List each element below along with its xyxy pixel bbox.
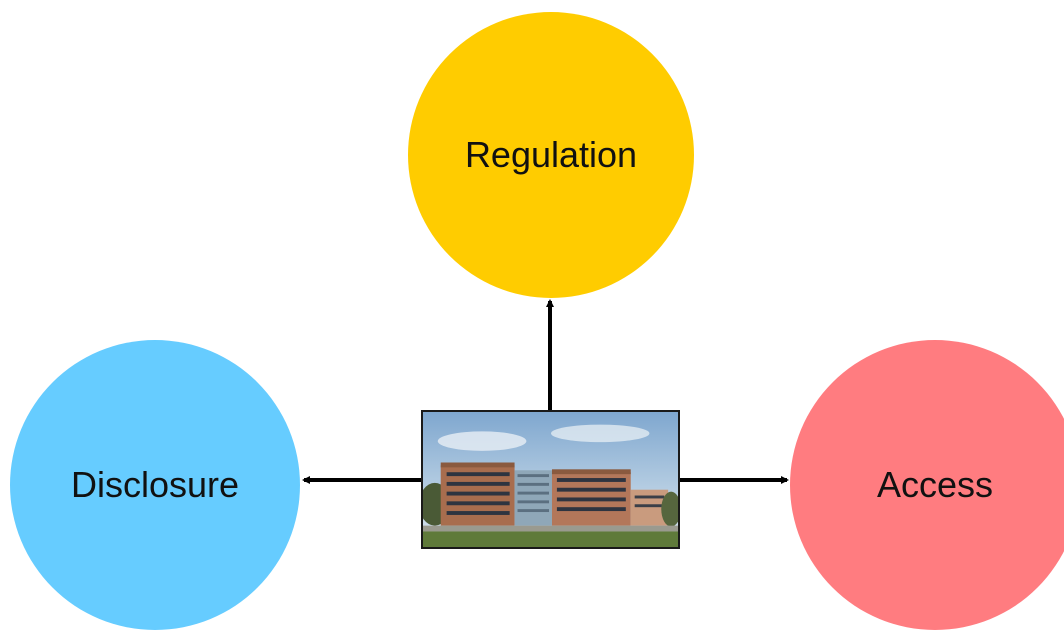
building-photo-graphic [423, 412, 678, 547]
building-photo-icon [421, 410, 680, 549]
disclosure-node: Disclosure [10, 340, 300, 630]
access-node: Access [790, 340, 1064, 630]
regulation-label: Regulation [464, 134, 638, 175]
access-label: Access [876, 464, 994, 505]
disclosure-label: Disclosure [70, 464, 240, 505]
regulation-node: Regulation [408, 12, 694, 298]
